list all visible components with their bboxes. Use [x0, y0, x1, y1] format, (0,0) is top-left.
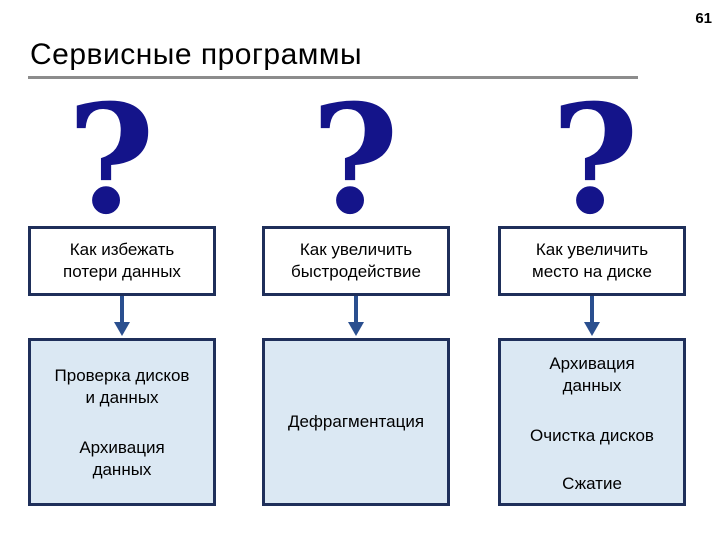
answer-line: Сжатие — [562, 474, 622, 493]
question-mark-icon: ? — [67, 72, 155, 248]
down-arrow-icon — [584, 296, 600, 338]
question-line: потери данных — [63, 262, 181, 281]
question-line: Как увеличить — [535, 240, 649, 259]
question-mark-icon: ? — [311, 72, 399, 248]
question-box-disk-space: Как увеличить место на диске — [498, 226, 686, 296]
question-line: место на диске — [532, 262, 652, 281]
answer-line: и данных — [85, 388, 159, 407]
answer-box-performance: Дефрагментация — [262, 338, 450, 506]
question-mark-icon: ? — [551, 72, 639, 248]
down-arrow-icon — [114, 296, 130, 338]
answer-box-data-loss: Проверка дисков и данных Архивация данны… — [28, 338, 216, 506]
answer-line: Архивация — [549, 354, 635, 373]
page-title: Сервисные программы — [30, 38, 363, 71]
answer-line: Архивация — [79, 438, 165, 457]
question-line: быстродействие — [291, 262, 421, 281]
answer-line: Проверка дисков — [54, 366, 190, 385]
answer-line: Очистка дисков — [530, 426, 654, 445]
title-underline — [28, 76, 638, 79]
answer-line: Дефрагментация — [287, 412, 425, 431]
answer-line: данных — [92, 460, 152, 479]
page-number: 61 — [695, 10, 712, 27]
down-arrow-icon — [348, 296, 364, 338]
question-box-performance: Как увеличить быстродействие — [262, 226, 450, 296]
answer-line: данных — [562, 376, 622, 395]
answer-box-disk-space: Архивация данных Очистка дисков Сжатие — [498, 338, 686, 506]
question-box-data-loss: Как избежать потери данных — [28, 226, 216, 296]
question-line: Как увеличить — [299, 240, 413, 259]
question-line: Как избежать — [69, 240, 175, 259]
